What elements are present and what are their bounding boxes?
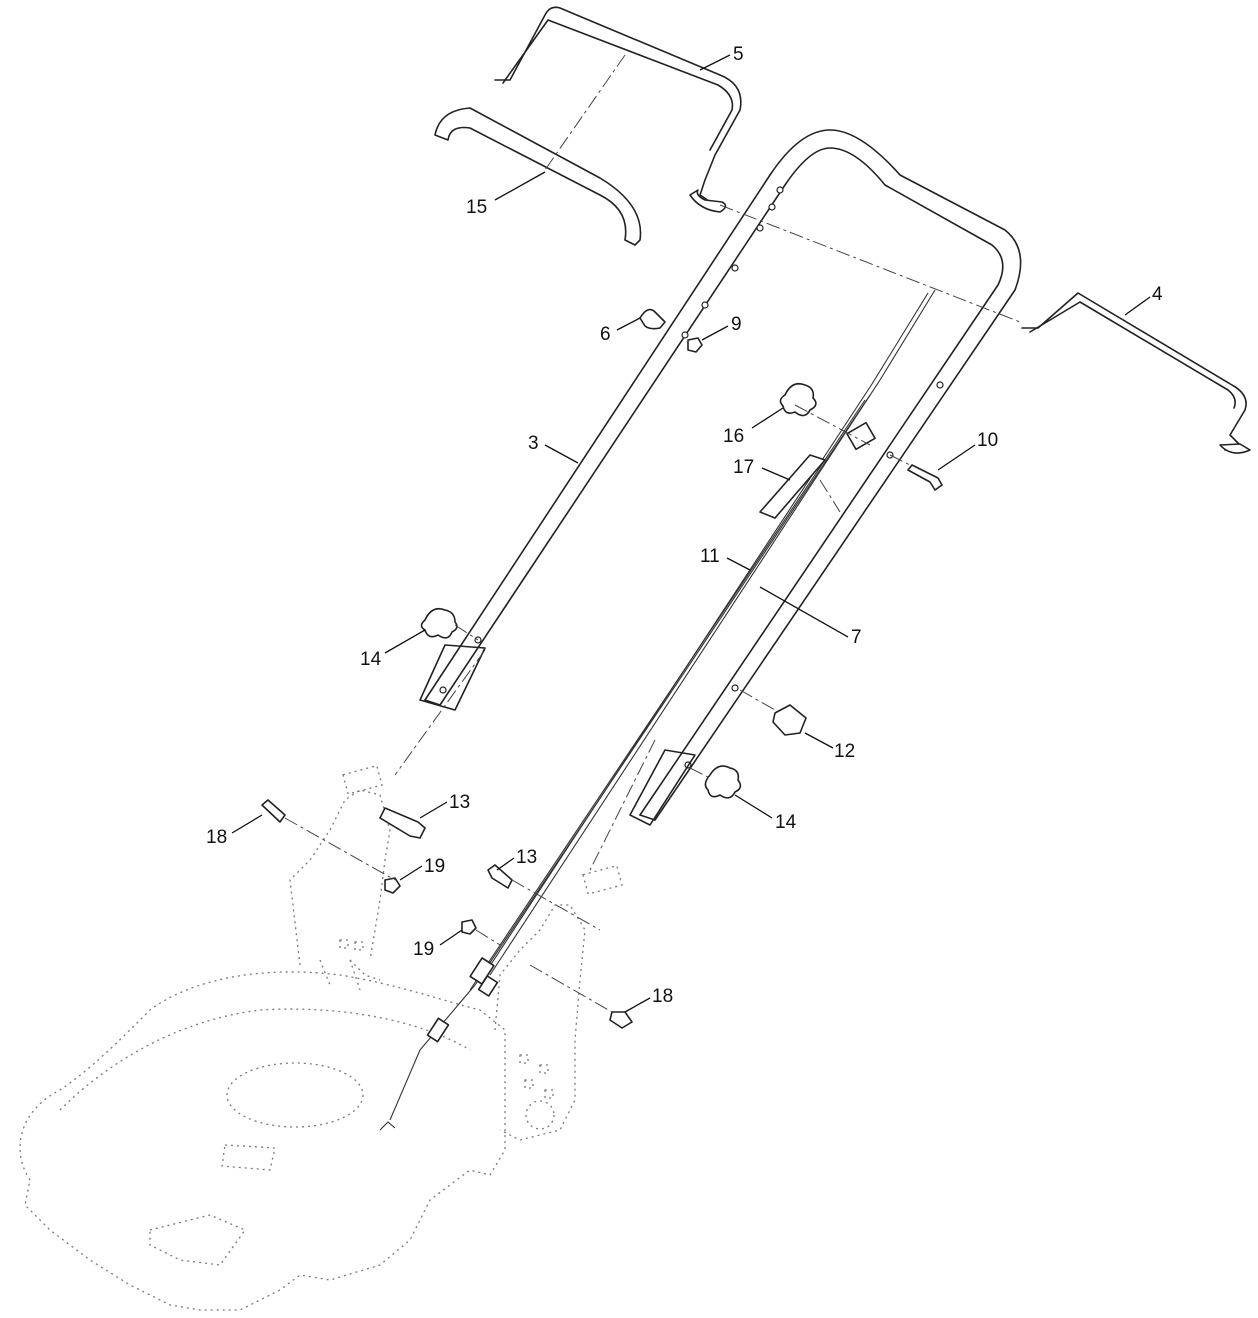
bail-part-5 bbox=[494, 6, 742, 213]
pin-18-lower bbox=[609, 1011, 633, 1029]
hardware bbox=[261, 308, 943, 1029]
bail-part-4 bbox=[1021, 292, 1251, 454]
callout-14-lower: 14 bbox=[775, 812, 797, 833]
callout-18-lower: 18 bbox=[652, 986, 673, 1007]
callout-18-upper: 18 bbox=[206, 827, 227, 848]
callout-13-upper: 13 bbox=[449, 792, 470, 813]
center-lines bbox=[284, 54, 1021, 1013]
knob-14-upper bbox=[420, 607, 458, 639]
wing-nut-6 bbox=[639, 308, 666, 330]
grip-part-15 bbox=[434, 107, 642, 246]
callout-3: 3 bbox=[528, 433, 539, 454]
mower-deck bbox=[19, 764, 623, 1311]
callout-labels: 5 4 15 6 9 3 16 17 10 11 7 14 12 14 13 1… bbox=[206, 44, 1163, 1007]
knob-14-lower bbox=[704, 765, 742, 799]
callout-leaders bbox=[231, 54, 1151, 1013]
callout-4: 4 bbox=[1152, 284, 1163, 305]
callout-11: 11 bbox=[700, 546, 720, 567]
callout-13-lower: 13 bbox=[516, 847, 537, 868]
callout-6: 6 bbox=[600, 324, 611, 345]
callout-17: 17 bbox=[733, 457, 754, 478]
connector-12 bbox=[772, 704, 807, 736]
callout-19-upper: 19 bbox=[424, 856, 445, 877]
bolt-13-lower bbox=[487, 864, 513, 889]
cable-guide-part-17 bbox=[759, 454, 826, 519]
callout-10: 10 bbox=[977, 430, 998, 451]
control-cables bbox=[379, 289, 936, 1131]
upper-handle bbox=[419, 129, 1022, 826]
callout-9: 9 bbox=[731, 314, 742, 335]
nut-9 bbox=[687, 337, 703, 353]
bolt-10 bbox=[907, 464, 943, 491]
callout-7: 7 bbox=[851, 627, 862, 648]
knob-16 bbox=[779, 382, 817, 417]
callout-12: 12 bbox=[834, 741, 855, 762]
callout-5: 5 bbox=[733, 44, 744, 65]
bolt-13-upper bbox=[379, 807, 426, 839]
callout-19-lower: 19 bbox=[413, 939, 434, 960]
nut-19-lower bbox=[461, 919, 477, 935]
callout-16: 16 bbox=[723, 426, 744, 447]
callout-15: 15 bbox=[466, 197, 487, 218]
nut-19-upper bbox=[384, 877, 401, 894]
pin-18-upper bbox=[261, 799, 286, 823]
callout-14-upper: 14 bbox=[360, 649, 382, 670]
